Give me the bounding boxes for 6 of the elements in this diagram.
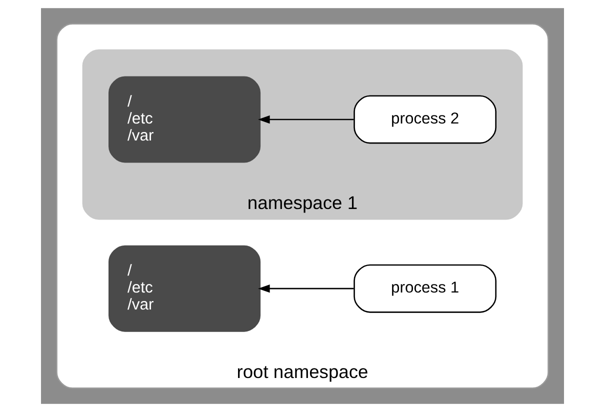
node-box: / /etc /var	[108, 245, 260, 332]
arrow	[258, 284, 354, 293]
node-box: / /etc /var	[108, 76, 260, 163]
arrow	[258, 115, 354, 124]
node-box: process 2	[353, 95, 496, 144]
node-box: process 1	[353, 264, 496, 313]
